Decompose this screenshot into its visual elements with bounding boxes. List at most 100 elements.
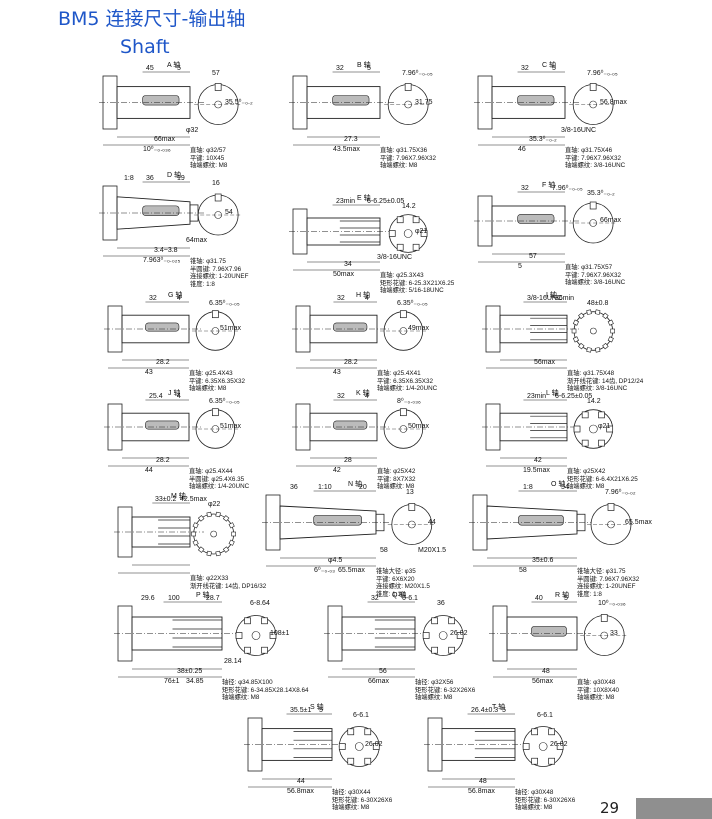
spec-line: 直轴: φ32/57 (190, 147, 226, 154)
dimension-label: 35.3⁰₋₀.₂ (529, 136, 557, 143)
shaft-title: J 轴 (168, 390, 181, 397)
dimension-label: 5 (502, 707, 506, 714)
shaft-title: D 轴 (167, 172, 181, 179)
dimension-label: 35.3⁰₋₀.₂ (587, 190, 615, 197)
keyway (517, 214, 555, 224)
keyway (313, 514, 362, 526)
dimension-label: 6-6.1 (402, 595, 418, 602)
dimension-label: 35±0.6 (532, 557, 554, 564)
spec-line: 矩形花键: 6-32X26X6 (415, 686, 476, 694)
dimension-label: 7.96⁰₋₀.₀₅ (552, 185, 583, 192)
dimension-label: 32 (521, 185, 529, 192)
dimension-label: 27.3 (344, 136, 358, 143)
spec-line: 渐开线花键: 14齿, DP12/24 (567, 377, 644, 385)
spec-line: 平键: 7.96X7.96X32 (565, 154, 622, 162)
spec-line: 平键: 10X45 (190, 154, 225, 162)
dimension-label: 58 (519, 567, 527, 574)
spec-line: 直轴: φ31.75X46 (565, 147, 613, 154)
spec-line: 半圆键: φ25.4X6.35 (189, 475, 245, 483)
dimension-label: 108±1 (270, 630, 290, 637)
dimension-label: 33±0.2 (155, 496, 177, 503)
dimension-label: φ4.5 (328, 557, 343, 564)
dimension-label: 65.5max (338, 567, 365, 574)
key-cross-section (583, 614, 625, 656)
dimension-label: 57 (212, 70, 220, 77)
spec-line: 轴端螺纹: 3/8-16UNC (567, 385, 628, 393)
spec-line: 轴端螺纹: 1/4-20UNC (189, 483, 250, 491)
shaft-drawing (469, 490, 635, 567)
page-subtitle: Shaft (120, 36, 170, 58)
dimension-label: 32 (521, 65, 529, 72)
spec-line: 直轴: φ25.3X43 (380, 272, 424, 279)
dimension-label: 5 (552, 65, 556, 72)
spec-line: 轴端螺纹: 5/16-18UNC (380, 287, 444, 295)
keyway (142, 95, 180, 106)
dimension-label: 25.4 (149, 393, 163, 400)
shaft-drawing (474, 191, 618, 263)
spec-line: 轴端螺纹: 3/8-16UNC (565, 279, 626, 287)
dimension-label: 3/8-16UNC (527, 295, 563, 302)
spec-line: 轴端螺纹: M8 (415, 694, 453, 702)
dimension-label: 46 (518, 146, 526, 153)
keyway (333, 322, 368, 332)
dimension-label: φ21 (598, 423, 611, 430)
dimension-label: 36 (437, 600, 445, 607)
spec-line: 轴端螺纹: M8 (380, 162, 418, 170)
dimension-label: 34 (344, 261, 352, 268)
dimension-label: 56.8max (287, 788, 314, 795)
dimension-label: 33 (610, 630, 618, 637)
dimension-label: 35.5⁰₋₀.₂ (225, 99, 253, 106)
spec-line: 平键: 8X7X32 (377, 475, 416, 483)
spec-line: 轴端螺纹: M8 (577, 694, 615, 702)
dimension-label: 26.02 (450, 630, 468, 637)
dimension-label: 50max (333, 271, 355, 278)
dimension-label: 26.02 (550, 741, 568, 748)
dimension-label: 64max (186, 237, 208, 244)
dimension-label: 26.4±0.3 (471, 707, 499, 714)
shaft-drawing (114, 502, 236, 574)
spec-line: 连接螺纹: 1-20UNEF (577, 583, 636, 591)
dimension-label: 32 (337, 393, 345, 400)
spline-cross-section (388, 214, 428, 253)
dimension-label: 23min (527, 393, 547, 400)
shaft-title: T 轴 (492, 704, 506, 711)
dimension-label: φ32 (186, 127, 199, 134)
dimension-label: 32 (149, 295, 157, 302)
straight-shaft (131, 516, 191, 548)
shaft-drawing (482, 399, 614, 467)
dimension-label: 56 (379, 668, 387, 675)
spec-line: 轴端螺纹: 1/4-20UNC (377, 385, 438, 393)
dimension-label: 65.5max (625, 519, 652, 526)
spec-line: 锥度: 1:8 (577, 590, 602, 598)
dimension-label: 7.963⁰₋₀.₀₂₅ (143, 257, 181, 264)
shaft-title: S 轴 (310, 704, 324, 711)
spec-line: 半圆键: 7.96X7.96 (190, 265, 242, 273)
dimension-label: 44 (428, 519, 436, 526)
spec-line: 轴端螺纹: M8 (377, 483, 415, 491)
shaft-drawing (489, 601, 629, 678)
spec-line: 直轴: φ30X48 (577, 679, 616, 686)
dimension-label: 1:10 (318, 484, 332, 491)
spline-cross-section (573, 409, 614, 449)
shaft-title: K 轴 (356, 390, 370, 397)
dimension-label: 28.2 (156, 457, 170, 464)
dimension-label: 7.96⁰₋₀.₀₂ (605, 489, 636, 496)
dimension-label: 6.35⁰₋₀.₀₅ (397, 300, 428, 307)
dimension-label: 6-6.25±0.05 (555, 393, 593, 400)
dimension-label: 57 (529, 253, 537, 260)
dimension-label: 51max (220, 423, 242, 430)
